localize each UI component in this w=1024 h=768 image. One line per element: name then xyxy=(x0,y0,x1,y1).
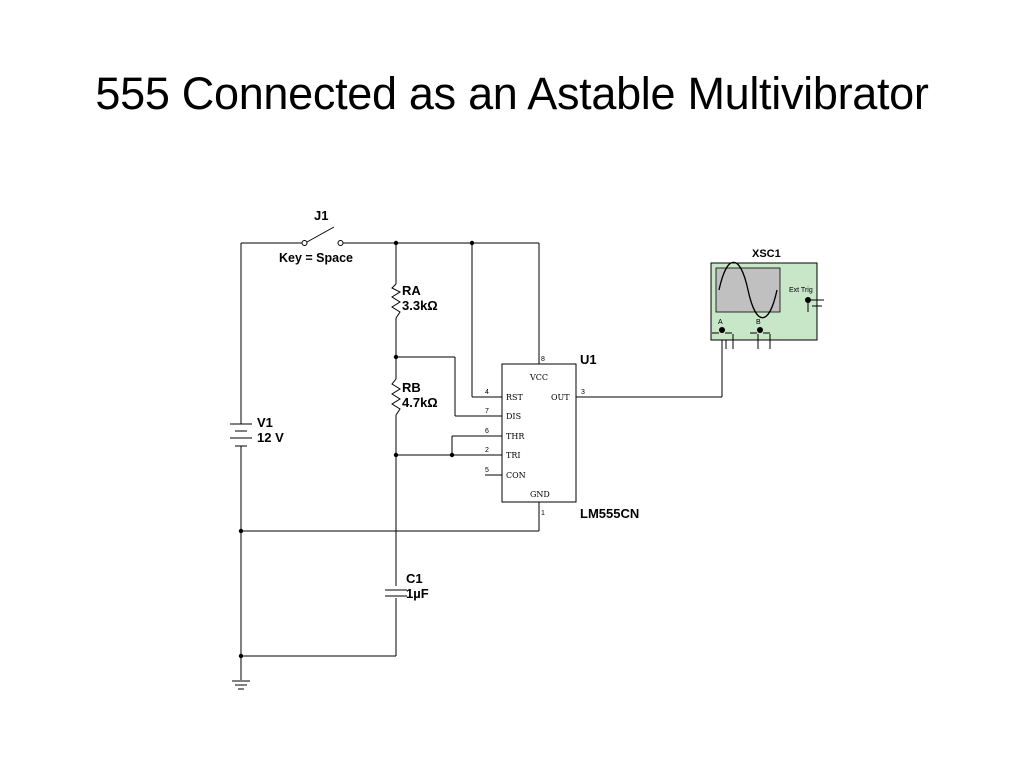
scope-channel-b-label: B xyxy=(756,319,761,326)
ground-symbol xyxy=(232,680,250,690)
pin-name-con: CON xyxy=(506,471,526,480)
pin-number-gnd: 1 xyxy=(541,510,545,517)
scope-ref-label: XSC1 xyxy=(752,248,781,260)
switch-j1: J1 Key = Space xyxy=(279,208,353,265)
rb-ref-label: RB xyxy=(402,380,421,395)
pin-name-out: OUT xyxy=(551,393,570,402)
pin-name-vcc: VCC xyxy=(529,373,548,382)
pin-number-tri: 2 xyxy=(485,447,489,454)
capacitor-value-label: 1µF xyxy=(406,586,429,601)
pin-name-tri: TRI xyxy=(506,451,521,460)
ic-555-timer: U1 LM555CN 8 4 3 7 6 2 5 1 VCC RST OUT D… xyxy=(485,352,639,521)
battery-ref-label: V1 xyxy=(257,415,273,430)
ic-ref-label: U1 xyxy=(580,352,597,367)
pin-name-gnd: GND xyxy=(530,490,550,499)
pin-number-con: 5 xyxy=(485,467,489,474)
pin-number-dis: 7 xyxy=(485,408,489,415)
capacitor-ref-label: C1 xyxy=(406,571,423,586)
rb-value-label: 4.7kΩ xyxy=(402,395,438,410)
resistor-ra: RA 3.3kΩ xyxy=(391,283,438,319)
pin-number-thr: 6 xyxy=(485,428,489,435)
scope-ext-trig-label: Ext Trig xyxy=(789,287,813,294)
battery-value-label: 12 V xyxy=(257,430,284,445)
wires xyxy=(240,242,723,680)
switch-key-label: Key = Space xyxy=(279,251,353,265)
battery-v1: V1 12 V xyxy=(230,415,284,447)
pin-name-thr: THR xyxy=(506,432,525,441)
slide-title: 555 Connected as an Astable Multivibrato… xyxy=(95,68,929,119)
junction-dots xyxy=(238,240,475,659)
oscilloscope-xsc1: XSC1 Ext Trig A B xyxy=(710,248,824,349)
resistor-rb: RB 4.7kΩ xyxy=(391,378,438,416)
switch-ref-label: J1 xyxy=(314,208,328,223)
capacitor-c1: C1 1µF xyxy=(385,571,429,601)
ra-ref-label: RA xyxy=(402,283,421,298)
scope-channel-a-label: A xyxy=(718,319,723,326)
pin-name-rst: RST xyxy=(506,393,524,402)
ra-value-label: 3.3kΩ xyxy=(402,298,438,313)
pin-name-dis: DIS xyxy=(506,412,521,421)
pin-number-rst: 4 xyxy=(485,389,489,396)
ic-part-label: LM555CN xyxy=(580,506,639,521)
pin-number-out: 3 xyxy=(581,389,585,396)
pin-number-vcc: 8 xyxy=(541,356,545,363)
